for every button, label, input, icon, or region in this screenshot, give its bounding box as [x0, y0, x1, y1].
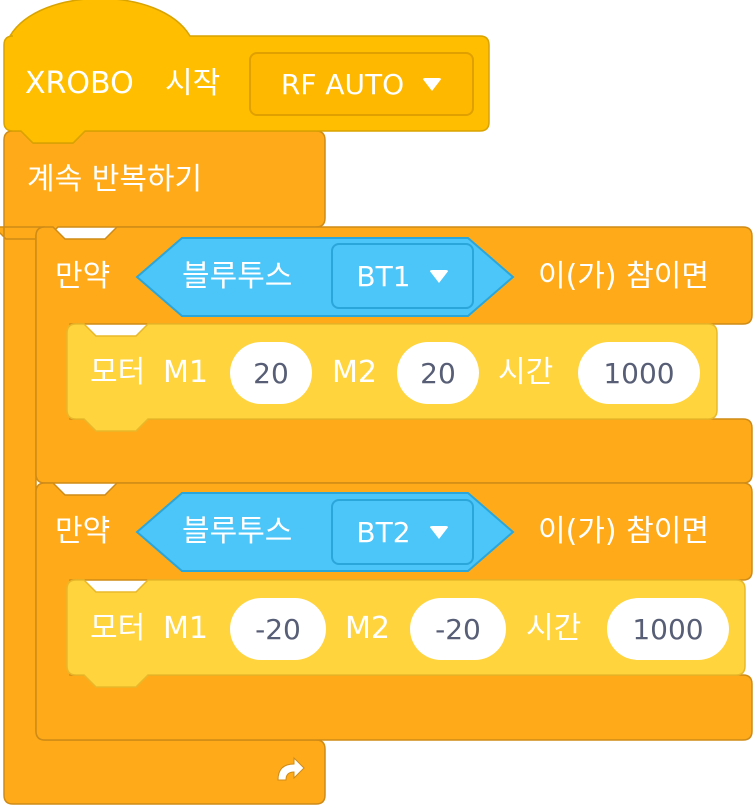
- bt-dropdown-value: BT1: [356, 259, 411, 293]
- then-label: 이(가) 참이면: [538, 514, 709, 549]
- hat-label-start: 시작: [165, 66, 221, 101]
- m2-label: M2: [345, 611, 390, 646]
- then-label: 이(가) 참이면: [538, 259, 709, 294]
- bt-dropdown-value: BT2: [356, 515, 411, 549]
- motor-label: 모터: [90, 355, 146, 390]
- m2-input[interactable]: 20: [397, 342, 479, 404]
- bt-dropdown-1[interactable]: BT1: [331, 243, 474, 309]
- chevron-down-icon: [428, 525, 449, 539]
- m1-input[interactable]: -20: [230, 598, 326, 660]
- mode-dropdown-value: RF AUTO: [280, 67, 405, 101]
- time-label: 시간: [526, 611, 582, 646]
- loop-arrow-icon: [277, 756, 305, 781]
- motor-label: 모터: [90, 611, 146, 646]
- time-input[interactable]: 1000: [578, 342, 700, 404]
- time-label: 시간: [498, 355, 554, 390]
- m2-label: M2: [332, 355, 377, 390]
- m1-input[interactable]: 20: [230, 342, 312, 404]
- time-input[interactable]: 1000: [607, 598, 729, 660]
- mode-dropdown[interactable]: RF AUTO: [249, 52, 474, 116]
- sensor-label: 블루투스: [182, 514, 293, 549]
- chevron-down-icon: [428, 269, 449, 283]
- if-label: 만약: [55, 514, 111, 549]
- chevron-down-icon: [422, 77, 443, 91]
- bt-dropdown-2[interactable]: BT2: [331, 499, 474, 565]
- if-label: 만약: [55, 259, 111, 294]
- m1-label: M1: [163, 611, 208, 646]
- hat-label: XROBO: [25, 66, 134, 101]
- motor-block-2: [66, 579, 746, 688]
- forever-label: 계속 반복하기: [27, 162, 203, 197]
- m2-input[interactable]: -20: [410, 598, 506, 660]
- m1-label: M1: [163, 355, 208, 390]
- sensor-label: 블루투스: [182, 259, 293, 294]
- motor-block-1: [66, 323, 718, 432]
